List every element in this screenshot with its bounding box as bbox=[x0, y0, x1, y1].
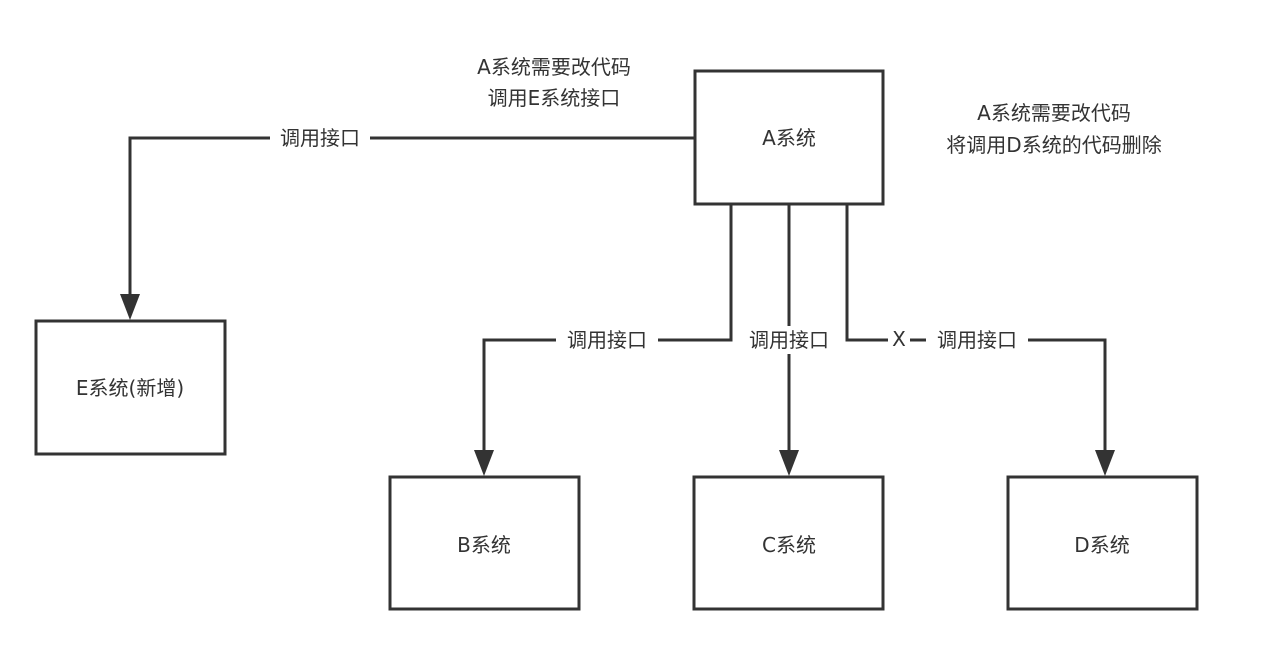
edge-label-a-to-c-text: 调用接口 bbox=[749, 328, 829, 352]
arrowhead-e bbox=[120, 294, 140, 320]
edge-label-a-to-d: 调用接口 bbox=[926, 326, 1028, 354]
edge-label-a-to-e-text: 调用接口 bbox=[280, 126, 360, 150]
note-call-e: A系统需要改代码 调用E系统接口 bbox=[477, 55, 631, 110]
edge-label-a-to-b: 调用接口 bbox=[556, 326, 658, 354]
note-remove-d-line-1: A系统需要改代码 bbox=[977, 101, 1131, 125]
node-d-label: D系统 bbox=[1074, 533, 1129, 557]
note-remove-d: A系统需要改代码 将调用D系统的代码删除 bbox=[946, 101, 1161, 157]
node-a-system: A系统 bbox=[693, 69, 885, 206]
node-c-system: C系统 bbox=[692, 475, 885, 611]
arrowhead-d bbox=[1095, 450, 1115, 476]
node-a-label: A系统 bbox=[762, 126, 816, 150]
node-d-system: D系统 bbox=[1006, 475, 1199, 611]
note-call-e-line-2: 调用E系统接口 bbox=[488, 86, 621, 110]
edge-label-a-to-d-text: 调用接口 bbox=[937, 328, 1017, 352]
edge-label-a-to-c: 调用接口 bbox=[738, 326, 840, 354]
removed-call-mark: X bbox=[888, 327, 910, 352]
node-c-label: C系统 bbox=[762, 533, 816, 557]
edge-label-a-to-b-text: 调用接口 bbox=[567, 328, 647, 352]
node-b-system: B系统 bbox=[388, 475, 581, 611]
note-remove-d-line-2: 将调用D系统的代码删除 bbox=[946, 133, 1161, 157]
note-call-e-line-1: A系统需要改代码 bbox=[477, 55, 631, 79]
node-e-label: E系统(新增) bbox=[76, 376, 184, 400]
arrowhead-b bbox=[474, 450, 494, 476]
removed-call-mark-text: X bbox=[892, 327, 906, 351]
node-e-system: E系统(新增) bbox=[34, 319, 227, 456]
edge-label-a-to-e: 调用接口 bbox=[270, 124, 370, 152]
arrowhead-c bbox=[779, 450, 799, 476]
edge-a-to-e bbox=[120, 136, 695, 320]
node-b-label: B系统 bbox=[457, 533, 511, 557]
